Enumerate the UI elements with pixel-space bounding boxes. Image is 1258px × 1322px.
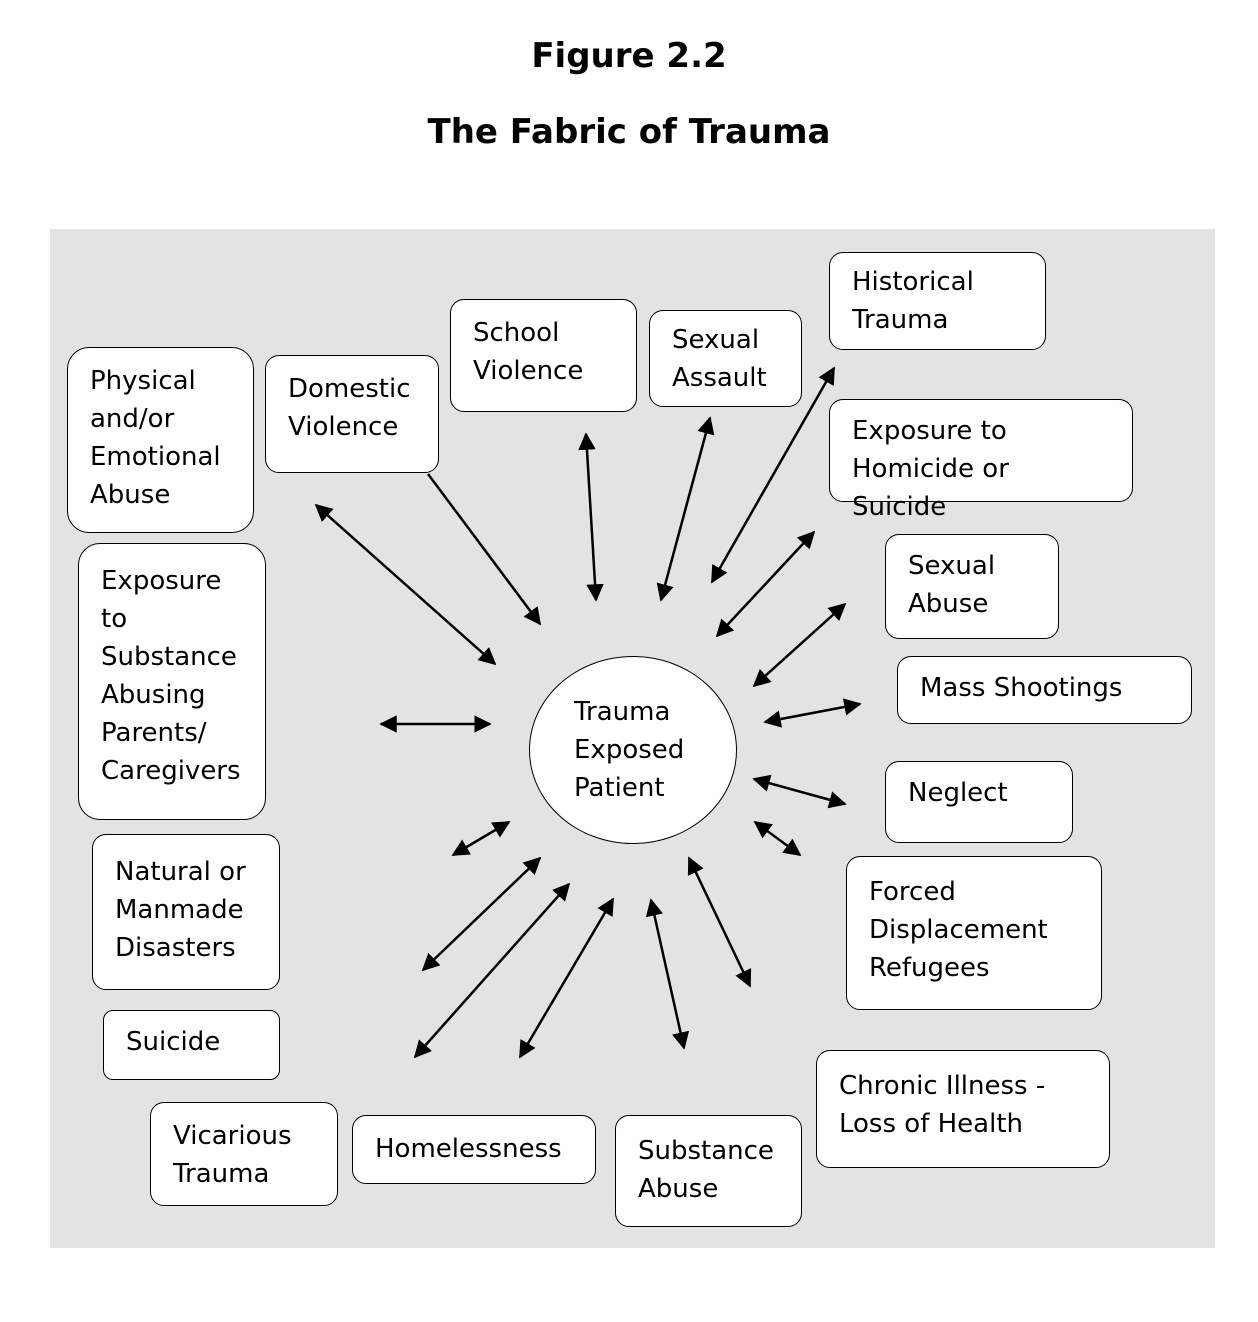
box-historical-trauma: Historical Trauma (829, 252, 1046, 350)
box-domestic-violence: Domestic Violence (265, 355, 439, 473)
box-exposure-homicide-suicide: Exposure to Homicide or Suicide (829, 399, 1133, 522)
arrow-homicide-suicide (715, 530, 816, 638)
center-trauma-exposed-patient: Trauma Exposed Patient (529, 656, 737, 844)
figure-label: Figure 2.2 (531, 36, 727, 76)
arrow-sexual-abuse (752, 602, 847, 688)
arrow-vicarious-trauma (413, 882, 571, 1059)
box-vicarious-trauma: Vicarious Trauma (150, 1102, 338, 1206)
arrow-neglect (752, 774, 847, 809)
arrow-suicide (421, 856, 542, 972)
box-mass-shootings: Mass Shootings (897, 656, 1192, 724)
box-school-violence: School Violence (450, 299, 637, 412)
arrow-domestic-violence (426, 473, 542, 626)
box-forced-displacement: Forced Displacement Refugees (846, 856, 1102, 1010)
arrow-disasters (451, 820, 511, 857)
arrow-forced-displacement (753, 820, 802, 857)
figure-title: The Fabric of Trauma (427, 112, 831, 152)
box-suicide: Suicide (103, 1010, 280, 1080)
box-substance-abuse: Substance Abuse (615, 1115, 802, 1227)
arrow-sexual-assault (656, 416, 715, 602)
arrow-physical-abuse (314, 503, 497, 666)
arrow-substance-abuse (645, 898, 690, 1050)
arrow-mass-shootings (763, 698, 862, 728)
arrow-school-violence (578, 432, 604, 602)
box-sexual-abuse: Sexual Abuse (885, 534, 1059, 639)
box-physical-emotional-abuse: Physical and/or Emotional Abuse (67, 347, 254, 533)
box-neglect: Neglect (885, 761, 1073, 843)
arrow-historical-trauma (710, 366, 836, 584)
box-homelessness: Homelessness (352, 1115, 596, 1184)
arrow-chronic-illness (687, 856, 752, 988)
box-natural-manmade-disasters: Natural or Manmade Disasters (92, 834, 280, 990)
box-chronic-illness: Chronic Illness - Loss of Health (816, 1050, 1110, 1168)
box-exposure-substance-abusing-parents: Exposure to Substance Abusing Parents/ C… (78, 543, 266, 820)
